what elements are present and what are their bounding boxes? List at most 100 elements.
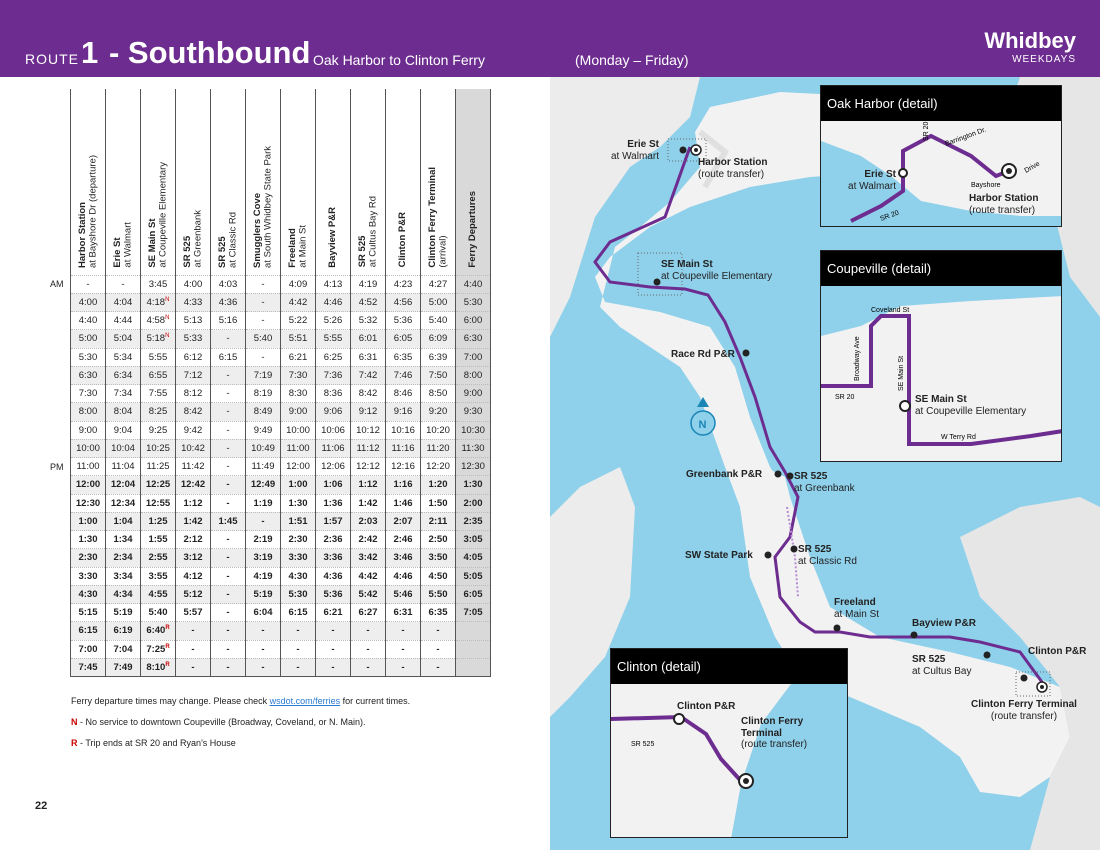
- table-cell: 12:00: [280, 456, 316, 476]
- table-cell: 4:04: [105, 292, 141, 312]
- table-cell: 7:42: [350, 365, 386, 385]
- stop-race-rd[interactable]: [742, 349, 750, 357]
- table-cell: 4:34: [105, 584, 141, 604]
- stop-sw-state-park[interactable]: [764, 551, 772, 559]
- table-cell: 6:12: [175, 347, 211, 367]
- coup-broadway: Broadway Ave: [854, 336, 861, 381]
- table-cell: 4:27: [420, 274, 456, 294]
- table-cell: 6:05: [385, 329, 421, 348]
- table-cell: 5:36: [385, 310, 421, 330]
- ferries-link[interactable]: wsdot.com/ferries: [269, 696, 341, 706]
- table-cell: 7:12: [175, 365, 211, 385]
- table-cell: 6:55: [140, 365, 176, 385]
- table-cell: 8:46: [385, 383, 421, 403]
- table-cell: -: [210, 584, 246, 604]
- coup-stop-semain[interactable]: [899, 400, 911, 412]
- table-cell: 4:13: [315, 274, 351, 294]
- oak-harbor-route: [850, 133, 1010, 223]
- coupeville-route: [821, 314, 1061, 446]
- table-cell: 1:25: [140, 511, 176, 531]
- column-header: Bayview P&R: [315, 89, 351, 275]
- table-cell: 1:50: [420, 493, 456, 513]
- table-cell: -: [420, 657, 456, 678]
- table-cell: 2:19: [245, 529, 281, 549]
- table-cell: 1:12: [350, 475, 386, 494]
- table-cell: -: [175, 621, 211, 640]
- stop-erie[interactable]: [679, 146, 687, 154]
- table-cell: -: [210, 438, 246, 458]
- coupeville-water: [821, 286, 1061, 336]
- table-cell: 5:30: [280, 584, 316, 604]
- stop-sr525-greenbank[interactable]: [786, 472, 794, 480]
- table-cell: 6:21: [315, 602, 351, 622]
- table-cell: 11:12: [350, 438, 386, 458]
- column-header-label: Clinton P&R: [396, 212, 408, 268]
- table-cell: 8:19: [245, 383, 281, 403]
- table-cell: 6:35: [385, 347, 421, 367]
- table-cell: 2:12: [175, 529, 211, 549]
- table-cell: 2:55: [140, 548, 176, 567]
- table-cell: 2:42: [350, 529, 386, 549]
- oak-harbor-detail-map: SR 20 SR 20 Barrington Dr. Bayshore Driv…: [821, 121, 1061, 226]
- clinton-detail-title: Clinton (detail): [611, 649, 847, 684]
- table-cell: 12:55: [140, 493, 176, 513]
- greenbank-land: [745, 457, 800, 597]
- table-cell: 5:00: [420, 292, 456, 312]
- table-cell: 12:06: [315, 456, 351, 476]
- alt-route: [786, 506, 799, 598]
- table-cell: 4:55: [140, 584, 176, 604]
- table-cell: 6:35: [420, 602, 456, 622]
- table-cell: 9:25: [140, 420, 176, 440]
- table-cell: 6:15: [210, 347, 246, 367]
- table-cell: -: [210, 657, 246, 678]
- column-header: Clinton P&R: [385, 89, 421, 275]
- stop-se-main[interactable]: [653, 278, 661, 286]
- table-cell: [455, 639, 491, 659]
- table-cell: 5:04: [105, 329, 141, 348]
- table-cell: 7:50: [420, 365, 456, 385]
- clin-stop-pr[interactable]: [673, 713, 685, 725]
- stop-bayview[interactable]: [910, 631, 918, 639]
- label-bayview: Bayview P&R: [912, 618, 976, 629]
- table-cell: -: [210, 529, 246, 549]
- stop-sr525-cultus[interactable]: [983, 651, 991, 659]
- table-cell: 1:57: [315, 511, 351, 531]
- table-cell: 9:00: [70, 420, 106, 440]
- table-cell: 1:46: [385, 493, 421, 513]
- column-header-label: Bayview P&R: [326, 206, 338, 268]
- service-days: (Monday – Friday): [575, 52, 689, 68]
- table-cell: 7:55: [140, 383, 176, 403]
- table-cell: 6:19: [105, 621, 141, 640]
- stop-clinton-pr[interactable]: [1020, 674, 1028, 682]
- table-cell: -: [210, 475, 246, 494]
- table-cell: 11:16: [385, 438, 421, 458]
- table-cell: -: [70, 274, 106, 294]
- table-cell: 4:05: [455, 548, 491, 567]
- table-cell: 7:46: [385, 365, 421, 385]
- table-cell: 10:04: [105, 438, 141, 458]
- stop-greenbank-pr[interactable]: [774, 470, 782, 478]
- footnote-marker: R: [165, 625, 170, 632]
- table-cell: 5:40: [140, 602, 176, 622]
- table-cell: 2:36: [315, 529, 351, 549]
- oak-harbor-detail-title: Oak Harbor (detail): [821, 86, 1061, 121]
- oak-stop-erie[interactable]: [898, 168, 908, 178]
- table-cell: -: [280, 657, 316, 678]
- table-cell: 4:42: [350, 566, 386, 586]
- table-cell: -: [245, 639, 281, 659]
- table-cell: 12:30: [455, 456, 491, 476]
- table-cell: 1:20: [420, 475, 456, 494]
- table-cell: 1:16: [385, 475, 421, 494]
- stop-sr525-classic[interactable]: [790, 545, 798, 553]
- table-cell: -: [245, 511, 281, 531]
- stop-freeland[interactable]: [833, 624, 841, 632]
